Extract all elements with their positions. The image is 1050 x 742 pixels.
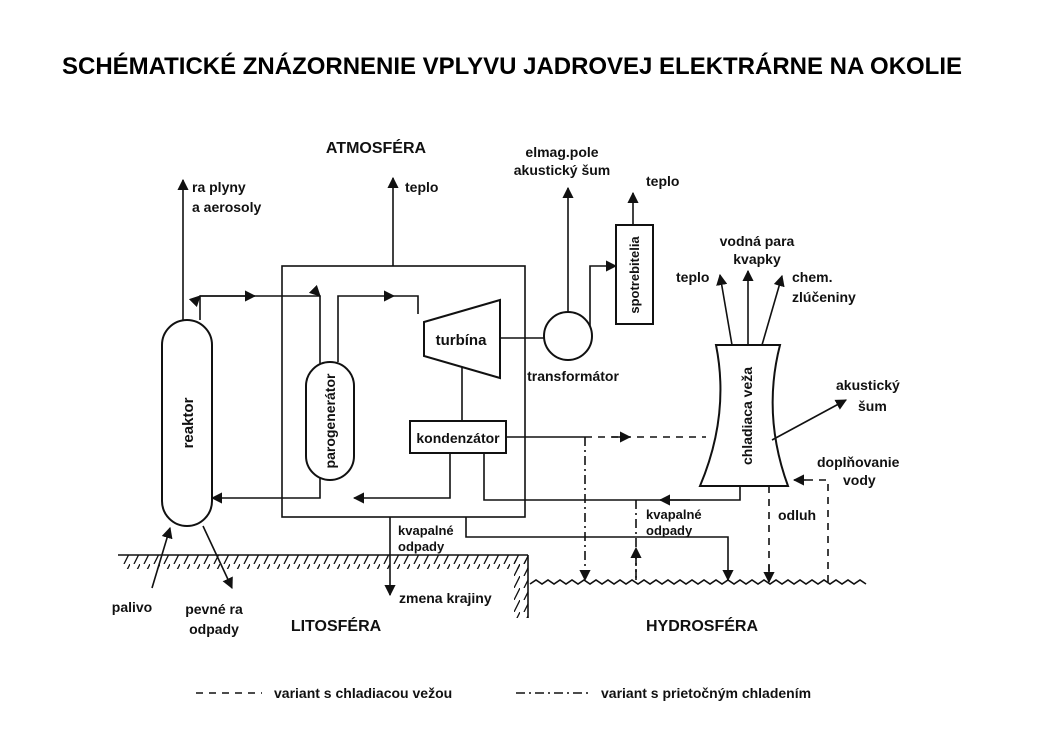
heat-label: teplo xyxy=(405,179,438,195)
makeup-water-label: doplňovanie xyxy=(817,454,900,470)
water-vapor-label: vodná para xyxy=(720,233,795,249)
chem-compounds-label: chem. xyxy=(792,269,832,285)
blowdown-label: odluh xyxy=(778,507,816,523)
liquid-waste-label-2: odpady xyxy=(398,539,445,554)
secondary-circuit-enclosure xyxy=(281,265,526,518)
transformer: transformátor xyxy=(527,311,619,384)
lithosphere-label: LITOSFÉRA xyxy=(291,616,382,635)
consumers: spotrebitelia xyxy=(615,224,654,325)
condenser: kondenzátor xyxy=(409,420,507,454)
turbine-label: turbína xyxy=(436,332,487,349)
droplets-label: kvapky xyxy=(733,251,781,267)
page-title: SCHÉMATICKÉ ZNÁZORNENIE VPLYVU JADROVEJ … xyxy=(62,52,962,80)
solid-waste-label: pevné ra xyxy=(185,601,243,617)
makeup-water-label-2: vody xyxy=(843,472,876,488)
legend: variant s chladiacou vežou variant s pri… xyxy=(196,685,811,701)
water-surface xyxy=(529,579,867,585)
aerosols-label: a aerosoly xyxy=(192,199,261,215)
transformer-label: transformátor xyxy=(527,368,619,384)
cooling-tower: chladiaca veža xyxy=(698,344,790,487)
reactor: reaktor xyxy=(161,319,213,527)
fuel-label: palivo xyxy=(112,599,152,615)
liquid-waste-hydro-label-2: odpady xyxy=(646,523,693,538)
cooling-tower-label: chladiaca veža xyxy=(739,367,755,465)
chem-compounds-label-2: zlúčeniny xyxy=(792,289,856,305)
reactor-label: reaktor xyxy=(180,397,197,448)
atmosphere-label: ATMOSFÉRA xyxy=(326,138,427,157)
steam-generator-label: parogenerátor xyxy=(322,373,338,468)
condenser-label: kondenzátor xyxy=(416,430,500,446)
liquid-waste-hydro-label: kvapalné xyxy=(646,507,702,522)
landscape-change-label: zmena krajiny xyxy=(399,590,492,606)
legend-dashed-label: variant s chladiacou vežou xyxy=(274,685,452,701)
consumers-label: spotrebitelia xyxy=(627,236,642,314)
acoustic-noise-label: akustický šum xyxy=(514,162,611,178)
steam-generator: parogenerátor xyxy=(305,361,355,481)
tower-noise-label-2: šum xyxy=(858,398,887,414)
turbine: turbína xyxy=(423,298,501,380)
liquid-waste-label: kvapalné xyxy=(398,523,454,538)
heat-tower-label: teplo xyxy=(676,269,709,285)
hydrosphere-label: HYDROSFÉRA xyxy=(646,616,758,635)
legend-dashdot-label: variant s prietočným chladením xyxy=(601,685,811,701)
heat-consumers-label: teplo xyxy=(646,173,679,189)
solid-waste-label-2: odpady xyxy=(189,621,239,637)
elmag-field-label: elmag.pole xyxy=(525,144,598,160)
ra-gases-label: ra plyny xyxy=(192,179,246,195)
tower-noise-label: akustický xyxy=(836,377,900,393)
ground-surface xyxy=(118,554,529,618)
